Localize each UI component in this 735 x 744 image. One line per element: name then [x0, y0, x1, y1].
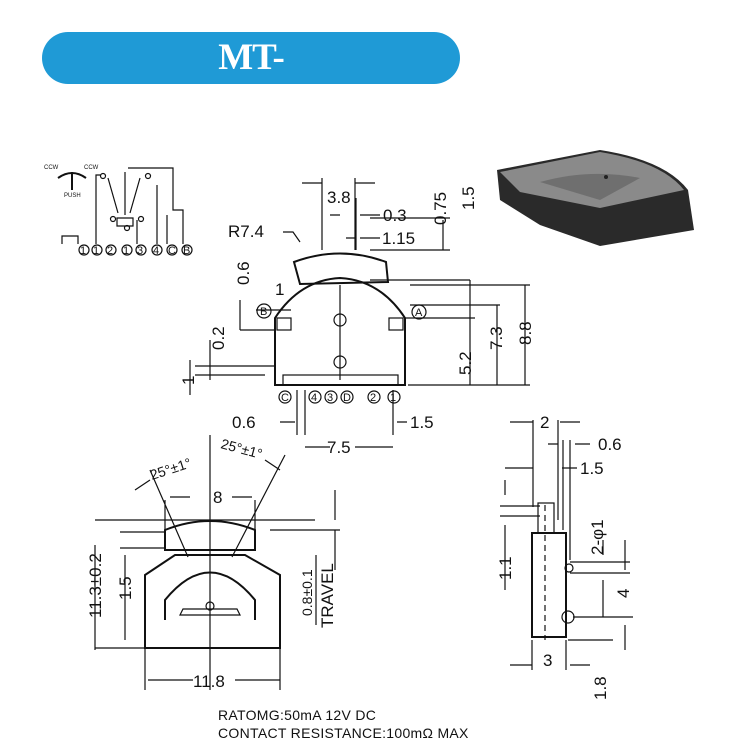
ccw-label-right: CCW: [84, 165, 99, 171]
dim-1-5-top: 1.5: [459, 186, 478, 210]
side-view-drawing: 2 0.6 1.5 2-φ1 1.1 4 3 1.8: [496, 413, 633, 700]
dim-1-top: 1: [275, 280, 284, 299]
schematic-pin: 1: [93, 245, 99, 257]
dim-11-8: 11.8: [193, 672, 225, 691]
product-title-badge: MT-012(UP/DOWN/ENTER): [42, 32, 460, 130]
dim-5-2: 5.2: [456, 351, 475, 375]
product-photo: [497, 150, 694, 246]
schematic-pin: C: [168, 245, 176, 257]
front-view-drawing: 25°±1° 25°±1° 8 11.3±0.2 1.5 0.8±0.1 TRA…: [86, 435, 340, 691]
dim-1-5-bottom: 1.5: [410, 413, 434, 432]
dim-1-1: 1.1: [496, 556, 515, 580]
dim-1-5-side: 1.5: [580, 459, 604, 478]
dim-r7-4: R7.4: [228, 222, 264, 241]
dim-3-8: 3.8: [327, 188, 351, 207]
dim-2: 2: [540, 413, 549, 432]
schematic-pin: 2: [107, 245, 113, 257]
pin-label: 1: [390, 392, 396, 404]
pin-label: 3: [327, 392, 333, 404]
dim-0-6-bottom: 0.6: [232, 413, 256, 432]
dim-0-2: 0.2: [209, 326, 228, 350]
schematic-pins: 1 1 2 1 3 4 C B: [78, 244, 193, 257]
dim-1-15: 1.15: [382, 229, 415, 248]
dim-1-5-front: 1.5: [116, 576, 135, 600]
dim-3: 3: [543, 651, 552, 670]
push-label: PUSH: [64, 193, 81, 199]
pin-label: 4: [311, 392, 317, 404]
angle-right: 25°±1°: [219, 435, 264, 461]
marker-b: B: [260, 306, 267, 318]
dim-7-5: 7.5: [327, 438, 351, 457]
dim-1-left: 1: [179, 376, 198, 385]
top-view-pins: C 4 3 D 2 1: [278, 390, 401, 404]
travel-value: 0.8±0.1: [299, 569, 315, 616]
circuit-schematic: CCW CCW PUSH 1 1 2 1 3 4 C B: [44, 165, 193, 257]
angle-left: 25°±1°: [148, 455, 193, 483]
dim-0-6-side: 0.6: [598, 435, 622, 454]
rating-text: RATOMG:50mA 12V DC: [218, 707, 377, 723]
dim-0-3: 0.3: [383, 206, 407, 225]
dim-8-8: 8.8: [516, 321, 535, 345]
marker-a: A: [415, 307, 423, 319]
dim-4: 4: [614, 589, 633, 598]
ccw-label-left: CCW: [44, 165, 59, 171]
pin-label: C: [281, 392, 289, 404]
dim-7-3: 7.3: [487, 326, 506, 350]
pin-label: 2: [370, 392, 376, 404]
schematic-pin: 3: [137, 245, 143, 257]
dim-8: 8: [213, 488, 222, 507]
schematic-pin: 1: [123, 245, 129, 257]
dim-11-3: 11.3±0.2: [86, 553, 105, 618]
travel-label: TRAVEL: [318, 563, 337, 628]
dim-hole-diameter: 2-φ1: [588, 519, 607, 555]
contact-resistance-text: CONTACT RESISTANCE:100mΩ MAX: [218, 725, 469, 741]
dim-1-8: 1.8: [591, 676, 610, 700]
schematic-pin: 4: [153, 245, 159, 257]
dim-0-6-left: 0.6: [234, 261, 253, 285]
pin-label: D: [343, 392, 351, 404]
schematic-pin: B: [183, 245, 190, 257]
dim-0-75: 0.75: [431, 192, 450, 225]
schematic-pin: 1: [80, 245, 86, 257]
top-view-drawing: B A C 4 3 D 2 1 3.8 0.3 1.15 0.75 1.5 R7…: [179, 178, 535, 457]
